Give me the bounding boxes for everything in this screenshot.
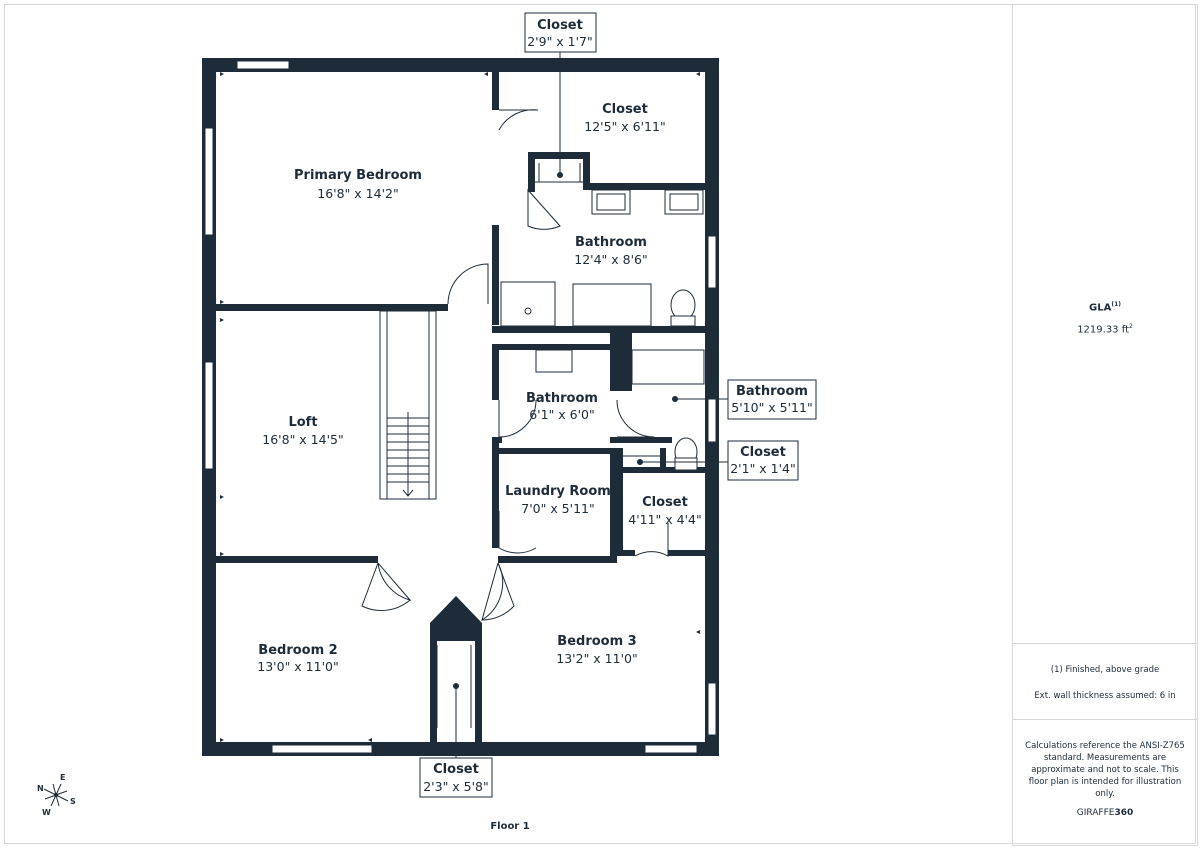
- gla-label: GLA(1): [1089, 301, 1121, 314]
- room-name: Bathroom: [575, 235, 647, 250]
- brand-logo: GIRAFFE360: [1076, 808, 1134, 818]
- room-name: Laundry Room: [505, 484, 611, 499]
- callout-dimensions: 2'3" x 5'8": [423, 779, 489, 794]
- callout-name: Closet: [537, 18, 583, 33]
- notes-section: (1) Finished, above grade Ext. wall thic…: [1013, 643, 1197, 720]
- room-loft: Loft 16'8" x 14'5": [262, 415, 343, 447]
- room-laundry: Laundry Room 7'0" x 5'11": [505, 484, 611, 516]
- compass-n: N: [37, 784, 44, 793]
- room-dimensions: 6'1" x 6'0": [529, 407, 595, 422]
- compass-w: W: [42, 808, 51, 817]
- note-wall-thickness: Ext. wall thickness assumed: 6 in: [1034, 691, 1176, 701]
- room-bedroom-2: Bedroom 2 13'0" x 11'0": [257, 643, 338, 674]
- closet-details: [436, 163, 660, 728]
- room-dimensions: 16'8" x 14'2": [317, 186, 398, 201]
- room-primary-bedroom: Primary Bedroom 16'8" x 14'2": [294, 168, 422, 201]
- callout-dimensions: 2'1" x 1'4": [730, 461, 796, 476]
- callout-closet-right: Closet 2'1" x 1'4": [637, 440, 799, 481]
- corner-marks: [220, 72, 700, 742]
- disclaimer-section: Calculations reference the ANSI-Z765 sta…: [1013, 719, 1197, 846]
- callout-dimensions: 5'10" x 5'11": [731, 400, 812, 415]
- compass-e: E: [60, 773, 65, 782]
- room-dimensions: 13'2" x 11'0": [556, 651, 637, 666]
- note-finished: (1) Finished, above grade: [1050, 665, 1160, 675]
- compass-icon: N E S W: [37, 773, 76, 817]
- room-closet-mid: Closet 4'11" x 4'4": [628, 495, 701, 527]
- room-name: Primary Bedroom: [294, 168, 422, 183]
- room-name: Loft: [288, 415, 317, 430]
- staircase: [379, 310, 437, 500]
- room-dimensions: 4'11" x 4'4": [628, 512, 701, 527]
- gla-value: 1219.33 ft2: [1077, 323, 1133, 336]
- room-dimensions: 13'0" x 11'0": [257, 659, 338, 674]
- room-closet-top: Closet 12'5" x 6'11": [584, 102, 665, 134]
- room-name: Closet: [602, 102, 648, 117]
- windows: [204, 60, 717, 754]
- room-name: Closet: [642, 495, 688, 510]
- room-dimensions: 12'4" x 8'6": [574, 252, 647, 267]
- callout-bathroom-right: Bathroom 5'10" x 5'11": [672, 379, 817, 420]
- room-dimensions: 7'0" x 5'11": [521, 501, 594, 516]
- floor-plan: Primary Bedroom 16'8" x 14'2" Closet 12'…: [37, 12, 817, 817]
- callout-closet-top-small: Closet 2'9" x 1'7": [524, 12, 597, 178]
- callout-dimensions: 2'9" x 1'7": [527, 34, 593, 49]
- callout-name: Closet: [433, 762, 479, 777]
- bath-fixtures: [500, 189, 705, 471]
- room-name: Bedroom 3: [557, 634, 636, 649]
- info-sidebar: GLA(1) 1219.33 ft2 (1) Finished, above g…: [1012, 4, 1198, 846]
- callout-name: Closet: [740, 445, 786, 460]
- room-bathroom-small: Bathroom 6'1" x 6'0": [526, 391, 598, 422]
- room-bedroom-3: Bedroom 3 13'2" x 11'0": [556, 634, 637, 666]
- room-name: Bathroom: [526, 391, 598, 406]
- compass-s: S: [70, 797, 76, 806]
- disclaimer-text: Calculations reference the ANSI-Z765 sta…: [1025, 741, 1185, 799]
- room-dimensions: 16'8" x 14'5": [262, 432, 343, 447]
- floor-label: Floor 1: [490, 821, 530, 832]
- room-dimensions: 12'5" x 6'11": [584, 119, 665, 134]
- interior-walls: [216, 72, 705, 742]
- callout-closet-bottom: Closet 2'3" x 5'8": [419, 683, 493, 798]
- room-name: Bedroom 2: [258, 643, 337, 658]
- callout-name: Bathroom: [736, 384, 808, 399]
- room-bathroom-main: Bathroom 12'4" x 8'6": [574, 235, 647, 267]
